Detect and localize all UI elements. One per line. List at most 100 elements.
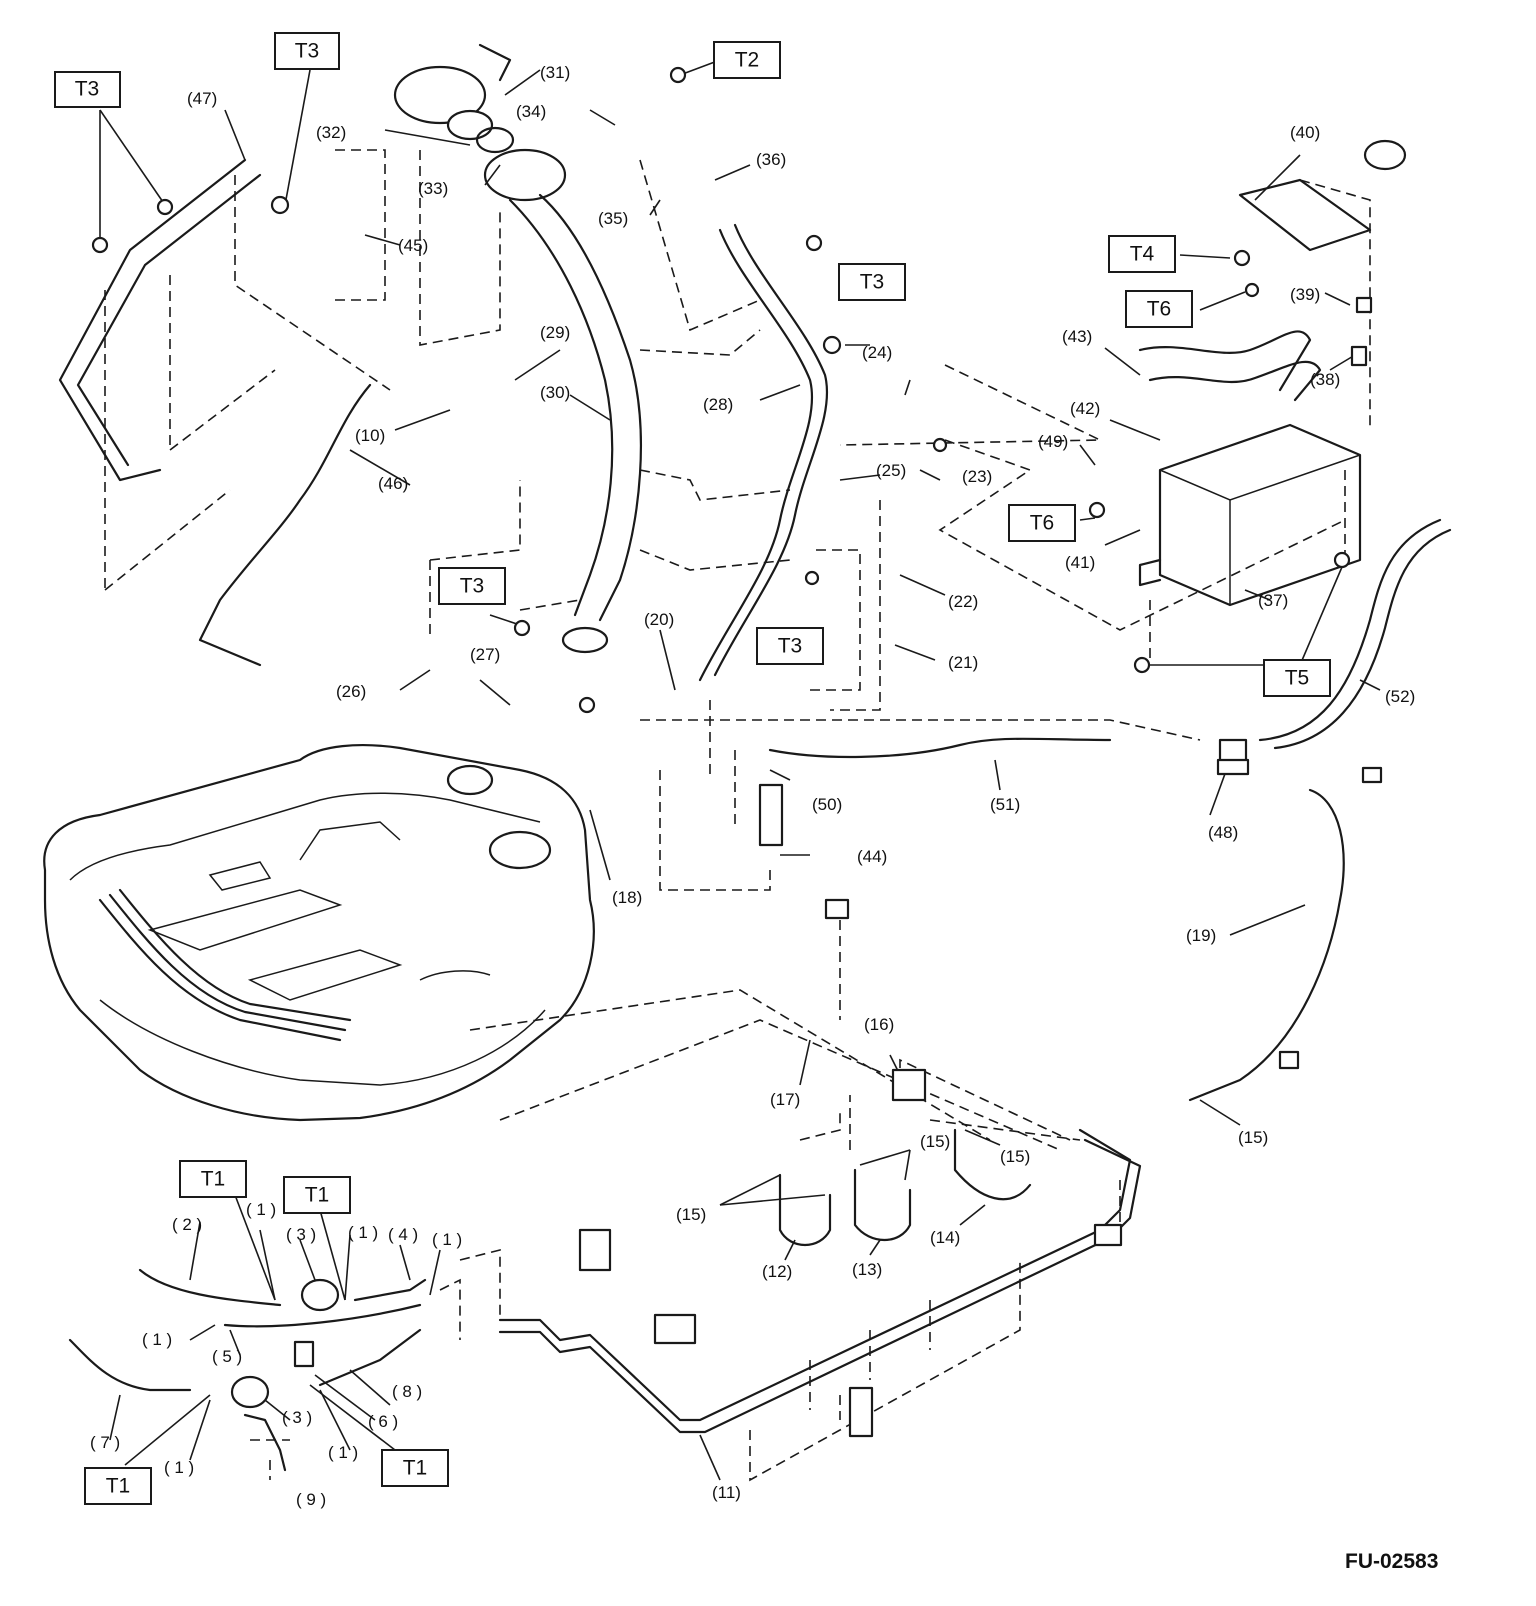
callout-30: (30) [540, 383, 570, 402]
callout-46: (46) [378, 474, 408, 493]
callout-15a: (15) [920, 1132, 950, 1151]
tag-t3-mid-left: T3 [438, 567, 506, 605]
callout-50: (50) [812, 795, 842, 814]
fuel-lines [58, 158, 1452, 1434]
svg-text:T3: T3 [75, 78, 100, 101]
callout-26: (26) [336, 682, 366, 701]
tag-t3-mid-right: T3 [838, 263, 906, 301]
callout-51: (51) [990, 795, 1020, 814]
callout-17: (17) [770, 1090, 800, 1109]
tag-t1-b: T1 [283, 1176, 351, 1214]
callout-39: (39) [1290, 285, 1320, 304]
callout-34: (34) [516, 102, 546, 121]
svg-text:T5: T5 [1285, 667, 1310, 690]
callout-35: (35) [598, 209, 628, 228]
callout-44: (44) [857, 847, 887, 866]
callout-18: (18) [612, 888, 642, 907]
callout-14: (14) [930, 1228, 960, 1247]
callout-22: (22) [948, 592, 978, 611]
tag-t3-top: T3 [274, 32, 340, 70]
callout-1b: ( 1 ) [348, 1223, 378, 1242]
callout-12: (12) [762, 1262, 792, 1281]
callout-41: (41) [1065, 553, 1095, 572]
callout-15d: (15) [676, 1205, 706, 1224]
callout-52: (52) [1385, 687, 1415, 706]
callout-40: (40) [1290, 123, 1320, 142]
tag-t5: T5 [1263, 659, 1331, 697]
tag-t1-c: T1 [381, 1449, 449, 1487]
callout-1d: ( 1 ) [142, 1330, 172, 1349]
callout-23: (23) [962, 467, 992, 486]
svg-text:T3: T3 [460, 575, 485, 598]
callout-24: (24) [862, 343, 892, 362]
callout-47: (47) [187, 89, 217, 108]
tag-t6-top: T6 [1125, 290, 1193, 328]
bottom-left-parts [68, 1268, 427, 1472]
callout-2: ( 2 ) [172, 1215, 202, 1234]
tag-t3-center: T3 [756, 627, 824, 665]
callout-25: (25) [876, 461, 906, 480]
svg-text:T1: T1 [106, 1475, 131, 1498]
clips-and-bolts [91, 66, 1383, 1438]
callout-15b: (15) [1000, 1147, 1030, 1166]
callout-8: ( 8 ) [392, 1382, 422, 1401]
callout-3a: ( 3 ) [286, 1225, 316, 1244]
tag-t2: T2 [713, 41, 781, 79]
callout-48: (48) [1208, 823, 1238, 842]
tag-t1-a: T1 [179, 1160, 247, 1198]
svg-text:T3: T3 [860, 271, 885, 294]
svg-text:T2: T2 [735, 49, 760, 72]
figure-id: FU-02583 [1345, 1550, 1438, 1573]
callout-20: (20) [644, 610, 674, 629]
callout-37: (37) [1258, 591, 1288, 610]
callout-27: (27) [470, 645, 500, 664]
callout-4: ( 4 ) [388, 1225, 418, 1244]
callout-31: (31) [540, 63, 570, 82]
svg-text:T6: T6 [1147, 298, 1172, 321]
callout-1c: ( 1 ) [432, 1230, 462, 1249]
callout-1f: ( 1 ) [328, 1443, 358, 1462]
fuel-filler-pipe [393, 43, 642, 654]
callout-6: ( 6 ) [368, 1412, 398, 1431]
callout-15c: (15) [1238, 1128, 1268, 1147]
svg-text:T1: T1 [201, 1168, 226, 1191]
svg-text:T4: T4 [1130, 243, 1155, 266]
callout-9: ( 9 ) [296, 1490, 326, 1509]
svg-text:T3: T3 [295, 40, 320, 63]
callout-5: ( 5 ) [212, 1347, 242, 1366]
callout-28: (28) [703, 395, 733, 414]
fuel-tank [43, 744, 595, 1122]
svg-text:T6: T6 [1030, 512, 1055, 535]
callout-38: (38) [1310, 370, 1340, 389]
tag-t4: T4 [1108, 235, 1176, 273]
hoses-12-13-14 [778, 1128, 1032, 1246]
callout-13: (13) [852, 1260, 882, 1279]
callout-labels: (31) (34) (32) (33) (36) (35) (47) (45) … [90, 63, 1415, 1509]
callout-3b: ( 3 ) [282, 1408, 312, 1427]
callout-42: (42) [1070, 399, 1100, 418]
callout-45: (45) [398, 236, 428, 255]
callout-1e: ( 1 ) [164, 1458, 194, 1477]
svg-text:T3: T3 [778, 635, 803, 658]
callout-32: (32) [316, 123, 346, 142]
assembly-dashed-lines [104, 149, 1371, 1482]
tag-t6-mid: T6 [1008, 504, 1076, 542]
callout-29: (29) [540, 323, 570, 342]
svg-text:T1: T1 [403, 1457, 428, 1480]
torque-tags: T3 T3 T2 T3 T4 T6 T6 T3 [54, 32, 1331, 1505]
callout-43: (43) [1062, 327, 1092, 346]
callout-1a: ( 1 ) [246, 1200, 276, 1219]
leader-lines [99, 59, 1381, 1481]
svg-text:T1: T1 [305, 1184, 330, 1207]
callout-7: ( 7 ) [90, 1433, 120, 1452]
callout-16: (16) [864, 1015, 894, 1034]
tag-t3-top-left: T3 [54, 71, 121, 108]
canister [1138, 423, 1362, 607]
tag-t1-d: T1 [84, 1467, 152, 1505]
callout-21: (21) [948, 653, 978, 672]
callout-10: (10) [355, 426, 385, 445]
callout-49: (49) [1038, 432, 1068, 451]
callout-11: (11) [712, 1483, 741, 1502]
callout-19: (19) [1186, 926, 1216, 945]
